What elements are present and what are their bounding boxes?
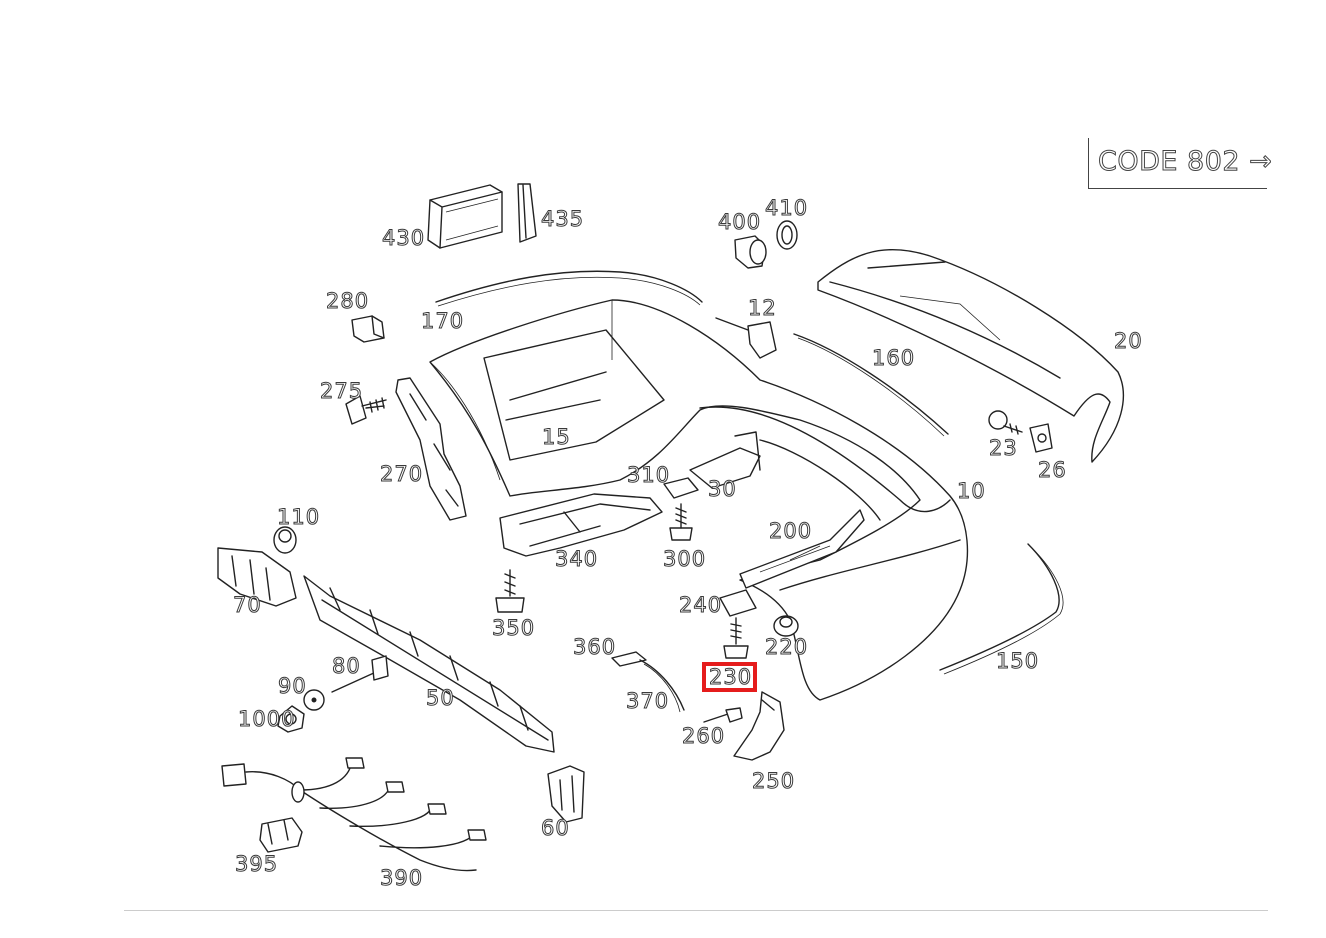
label-170[interactable]: 170 xyxy=(420,309,465,333)
part-435-strip[interactable] xyxy=(517,183,537,243)
part-260-bolt[interactable] xyxy=(703,707,743,723)
label-430[interactable]: 430 xyxy=(381,226,426,250)
part-390-harness[interactable] xyxy=(221,757,487,872)
part-90-washer[interactable] xyxy=(303,689,325,711)
label-395[interactable]: 395 xyxy=(234,852,279,876)
label-435[interactable]: 435 xyxy=(540,207,585,231)
part-60-bracket[interactable] xyxy=(547,765,585,823)
label-15[interactable]: 15 xyxy=(542,425,571,449)
label-370[interactable]: 370 xyxy=(625,689,670,713)
part-340-undertray[interactable] xyxy=(499,493,663,557)
code-reference-text: CODE 802 → xyxy=(1097,146,1273,178)
label-200[interactable]: 200 xyxy=(768,519,813,543)
part-23-screw[interactable] xyxy=(988,410,1023,435)
label-260[interactable]: 260 xyxy=(681,724,726,748)
label-20[interactable]: 20 xyxy=(1114,329,1143,353)
part-360-pad[interactable] xyxy=(611,651,647,667)
label-90[interactable]: 90 xyxy=(278,674,307,698)
label-310[interactable]: 310 xyxy=(626,463,671,487)
part-20-diffuser[interactable] xyxy=(817,248,1125,463)
part-370-strip[interactable] xyxy=(639,659,685,711)
label-275[interactable]: 275 xyxy=(319,379,364,403)
part-12-bracket[interactable] xyxy=(715,317,777,359)
label-26[interactable]: 26 xyxy=(1038,458,1067,482)
label-240[interactable]: 240 xyxy=(678,593,723,617)
label-110[interactable]: 110 xyxy=(276,505,321,529)
label-30[interactable]: 30 xyxy=(708,477,737,501)
part-410-ring[interactable] xyxy=(776,220,798,250)
code-reference-box xyxy=(1088,138,1267,189)
part-80-bolt[interactable] xyxy=(331,655,389,693)
part-150-strip[interactable] xyxy=(939,543,1060,671)
part-170-trim-strip[interactable] xyxy=(435,270,703,303)
label-410[interactable]: 410 xyxy=(764,196,809,220)
label-60[interactable]: 60 xyxy=(541,816,570,840)
highlight-box-230 xyxy=(702,662,757,692)
label-10[interactable]: 10 xyxy=(957,479,986,503)
arrow-right-icon: → xyxy=(1240,146,1273,178)
label-270[interactable]: 270 xyxy=(379,462,424,486)
label-360[interactable]: 360 xyxy=(572,635,617,659)
footer-divider xyxy=(124,910,1268,911)
part-50-absorber[interactable] xyxy=(303,575,555,753)
part-160-strip[interactable] xyxy=(793,333,949,435)
label-400[interactable]: 400 xyxy=(717,210,762,234)
part-300-screw[interactable] xyxy=(669,503,693,541)
part-110-grommet[interactable] xyxy=(273,526,297,554)
part-70-bracket[interactable] xyxy=(217,547,297,607)
part-240-bracket[interactable] xyxy=(719,589,757,617)
part-230-clip[interactable] xyxy=(723,617,749,659)
part-400-sensor[interactable] xyxy=(734,235,767,269)
label-250[interactable]: 250 xyxy=(751,769,796,793)
part-275-push-clip[interactable] xyxy=(345,395,387,425)
label-280[interactable]: 280 xyxy=(325,289,370,313)
part-200-strip[interactable] xyxy=(739,509,865,589)
part-26-clip[interactable] xyxy=(1029,423,1053,453)
label-50[interactable]: 50 xyxy=(426,686,455,710)
label-300[interactable]: 300 xyxy=(662,547,707,571)
code-reference-label: CODE 802 xyxy=(1097,146,1241,178)
part-220-grommet[interactable] xyxy=(773,615,799,637)
label-150[interactable]: 150 xyxy=(995,649,1040,673)
part-30-bracket[interactable] xyxy=(689,431,761,489)
part-270-bracket[interactable] xyxy=(395,377,467,521)
label-23[interactable]: 23 xyxy=(989,436,1018,460)
part-310-nut[interactable] xyxy=(663,477,699,499)
label-230[interactable]: 230 xyxy=(708,665,753,689)
part-1000-nut[interactable] xyxy=(277,705,305,733)
label-160[interactable]: 160 xyxy=(871,346,916,370)
label-350[interactable]: 350 xyxy=(491,616,536,640)
part-250-flap[interactable] xyxy=(733,691,785,761)
label-340[interactable]: 340 xyxy=(554,547,599,571)
part-280-clip[interactable] xyxy=(351,315,385,343)
part-350-screw[interactable] xyxy=(495,569,525,613)
label-220[interactable]: 220 xyxy=(764,635,809,659)
part-430-control-unit[interactable] xyxy=(427,184,503,249)
label-1000[interactable]: 1000 xyxy=(237,707,296,731)
label-80[interactable]: 80 xyxy=(332,654,361,678)
part-395-connector[interactable] xyxy=(259,817,303,853)
label-390[interactable]: 390 xyxy=(379,866,424,890)
label-70[interactable]: 70 xyxy=(233,593,262,617)
label-12[interactable]: 12 xyxy=(748,296,777,320)
